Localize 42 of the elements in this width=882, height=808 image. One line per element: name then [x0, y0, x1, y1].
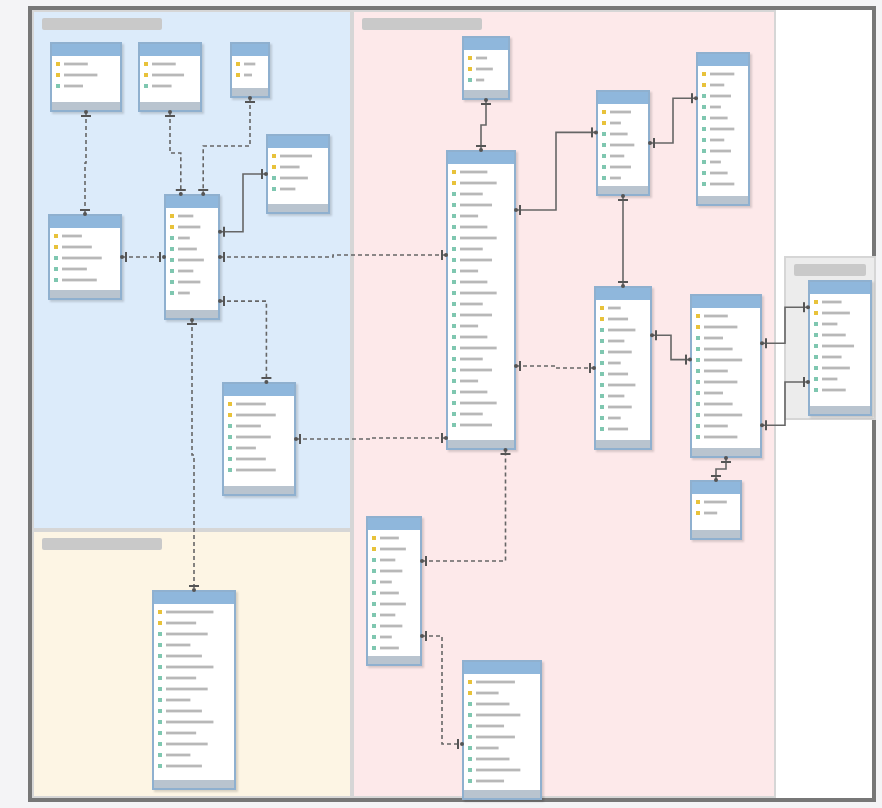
table-box [366, 516, 422, 666]
relationship-line [294, 433, 448, 444]
table-box [138, 42, 202, 112]
table-box [266, 134, 330, 214]
relationship-line [648, 93, 698, 148]
table-box [152, 590, 236, 790]
table-box [696, 52, 750, 206]
relationship-line [618, 194, 628, 288]
relationship-line [218, 296, 272, 384]
relationship-line [514, 127, 598, 215]
relationship-line [760, 377, 810, 431]
table-box [462, 660, 542, 800]
table-box [50, 42, 122, 112]
table-box [222, 382, 296, 496]
table-box [446, 150, 516, 450]
relationship-line [120, 252, 166, 262]
relationship-line [198, 96, 255, 196]
relationship-line [420, 631, 464, 749]
table-box [594, 286, 652, 450]
relationship-line [80, 110, 91, 216]
group-area [32, 530, 352, 798]
relationship-line [711, 456, 731, 482]
group-area [32, 10, 352, 530]
relationship-line [476, 98, 491, 152]
relationship-line [187, 318, 199, 592]
relationship-line [218, 169, 268, 237]
relationship-line [514, 361, 596, 373]
table-box [596, 90, 650, 196]
table-box [48, 214, 122, 300]
group-area [784, 256, 876, 420]
relationship-line [218, 250, 448, 262]
table-box [690, 294, 762, 458]
table-box [808, 280, 872, 416]
table-box [690, 480, 742, 540]
group-area [352, 10, 776, 798]
relationship-line [165, 110, 186, 196]
table-box [164, 194, 220, 320]
table-box [230, 42, 270, 98]
relationship-line [420, 448, 511, 566]
relationship-line [650, 330, 692, 365]
relationship-line [760, 302, 810, 349]
table-box [462, 36, 510, 100]
